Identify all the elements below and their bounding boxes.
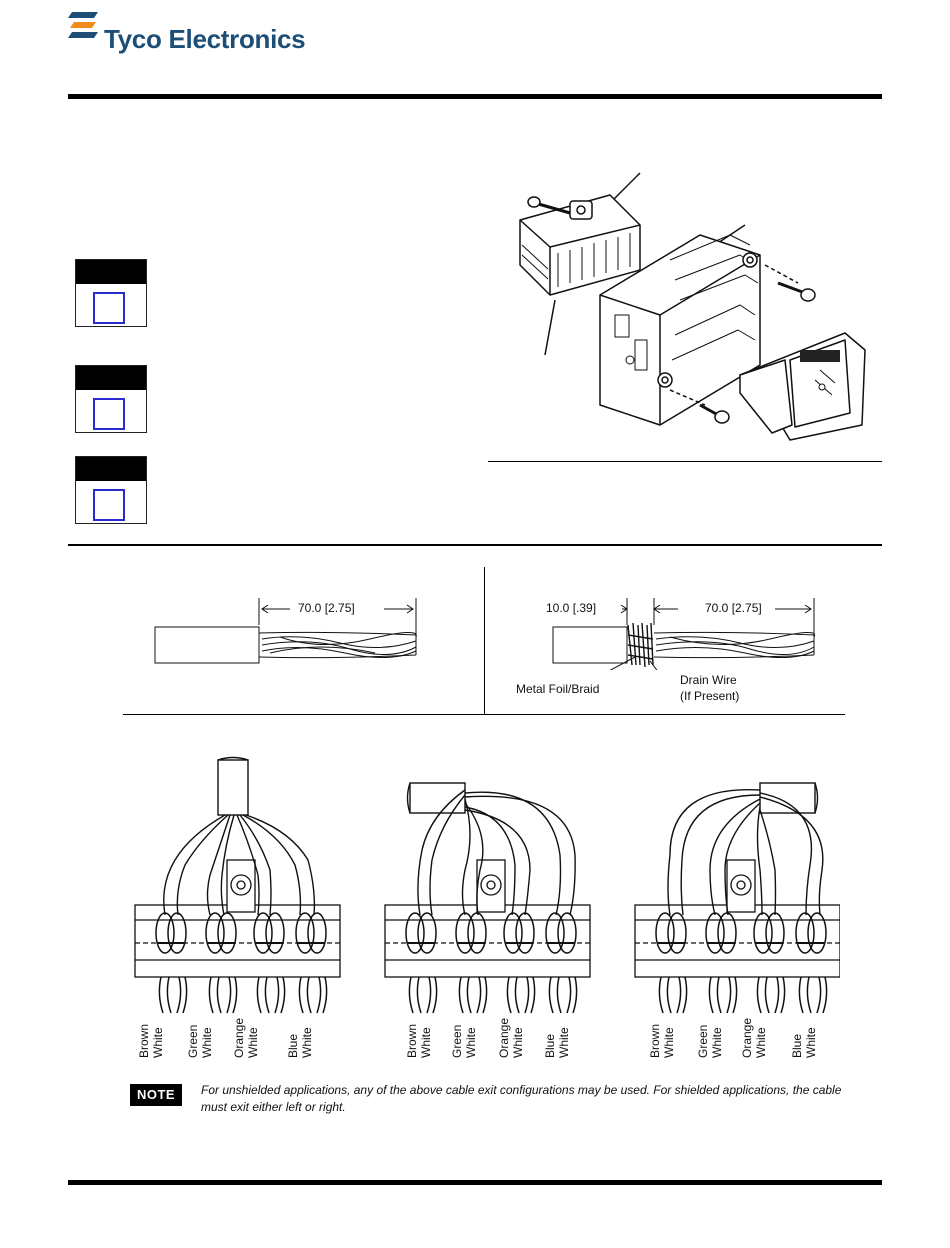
wire-label: Brown (648, 1023, 662, 1058)
wire-label: White (151, 1027, 165, 1058)
wire-label: Blue (790, 1033, 804, 1058)
wire-label: Orange (497, 1017, 511, 1058)
brand-name: Tyco Electronics (104, 24, 306, 54)
wire-label: Blue (543, 1033, 557, 1058)
wire-label: White (464, 1027, 478, 1058)
wire-label: White (300, 1027, 314, 1058)
shielded-wire-dim: 70.0 [2.75] (705, 601, 762, 615)
checkbox-3[interactable] (75, 456, 147, 524)
wire-label: White (804, 1027, 818, 1058)
wire-label: Blue (286, 1033, 300, 1058)
shielded-foil-dim: 10.0 [.39] (546, 601, 597, 615)
wire-label: Brown (137, 1023, 151, 1058)
brand-logo (68, 10, 328, 56)
wire-label: Green (450, 1024, 464, 1058)
jack-assembly-illustration (519, 172, 866, 441)
note-badge: NOTE (130, 1084, 182, 1106)
checkbox-icon (93, 489, 125, 521)
wire-label: Orange (740, 1017, 754, 1058)
figure-rule (488, 461, 882, 462)
wire-label: White (511, 1027, 525, 1058)
checkbox-1[interactable] (75, 259, 147, 327)
wire-label: White (419, 1027, 433, 1058)
wire-label: White (662, 1027, 676, 1058)
checkbox-2[interactable] (75, 365, 147, 433)
wire-label: White (557, 1027, 571, 1058)
wire-label: Brown (405, 1023, 419, 1058)
checkbox-icon (93, 292, 125, 324)
wire-termination-diagram (134, 756, 840, 1014)
note-text: For unshielded applications, any of the … (201, 1083, 842, 1114)
drain-wire-label: Drain Wire (680, 673, 737, 687)
wire-label: White (754, 1027, 768, 1058)
cable-strip-diagram (154, 598, 417, 664)
tyco-logo-icon (68, 12, 98, 38)
section-rule (68, 544, 882, 546)
checkbox-icon (93, 398, 125, 430)
strip-rule (123, 714, 845, 715)
footer-rule (68, 1180, 882, 1185)
wire-label: Green (186, 1024, 200, 1058)
wire-label: White (246, 1027, 260, 1058)
header-rule (68, 94, 882, 99)
strip-divider (484, 567, 485, 715)
foil-braid-label: Metal Foil/Braid (516, 682, 600, 696)
wire-label: Green (696, 1024, 710, 1058)
unshielded-strip-dim: 70.0 [2.75] (298, 601, 355, 615)
cable-strip-diagram (552, 598, 816, 670)
wire-label: Orange (232, 1017, 246, 1058)
drain-wire-note: (If Present) (680, 689, 740, 703)
wire-label: White (710, 1027, 724, 1058)
wire-label: White (200, 1027, 214, 1058)
